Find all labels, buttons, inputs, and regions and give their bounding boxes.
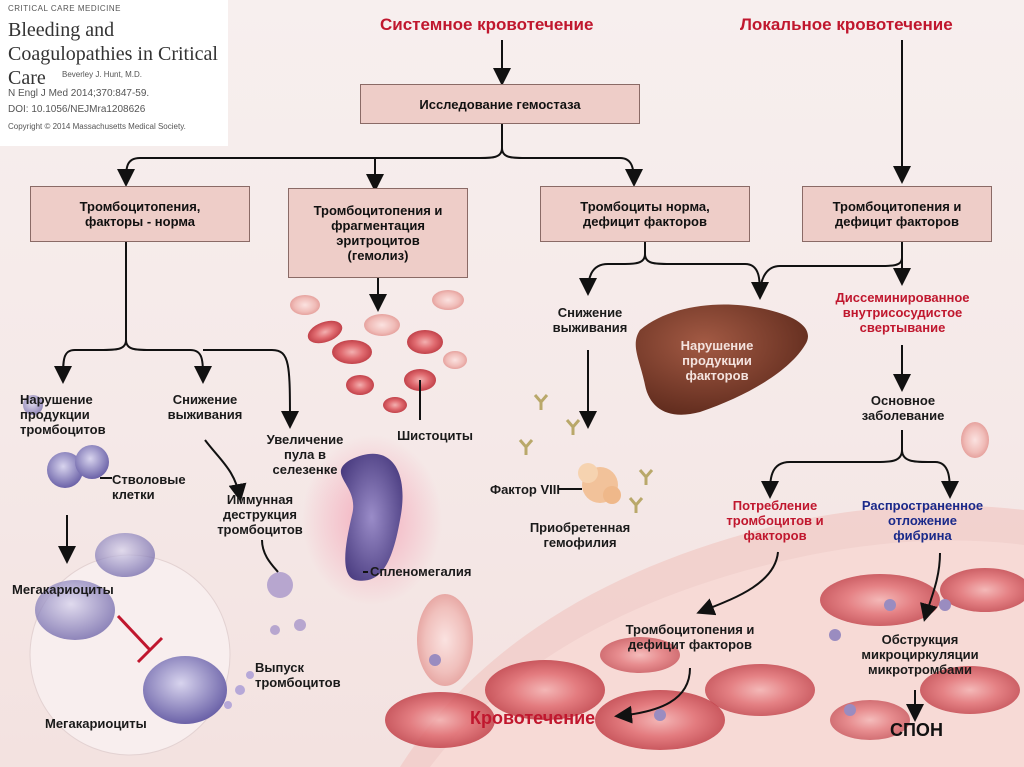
box-thrombocytopenia-fragmentation: Тромбоцитопения и фрагментация эритроцит…: [288, 188, 468, 278]
label-consumption: Потребление тромбоцитов и факторов: [726, 498, 824, 543]
label-mods: СПОН: [890, 720, 943, 740]
label-megakaryocytes-bottom: Мегакариоциты: [45, 716, 147, 731]
header-systemic-bleeding: Системное кровотечение: [380, 15, 594, 34]
label-underlying-disease: Основное заболевание: [861, 393, 945, 423]
label-factor-viii: Фактор VIII: [489, 482, 560, 497]
label-thrombocytopenia-factor-deficit-bottom: Тромбоцитопения и дефицит факторов: [625, 622, 755, 652]
label-megakaryocytes-top: Мегакариоциты: [12, 582, 114, 597]
label-fibrin-deposition: Распространенное отложение фибрина: [861, 498, 984, 543]
label-bleeding: Кровотечение: [470, 708, 596, 728]
article-title: Bleeding and Coagulopathies in Critical …: [8, 19, 218, 89]
label-survival-decrease-left: Снижение выживания: [167, 392, 243, 422]
label-production-disorder: Нарушение продукции тромбоцитов: [20, 392, 106, 437]
box-hemostasis-test: Исследование гемостаза: [360, 84, 640, 124]
label-platelet-release: Выпуск тромбоцитов: [255, 660, 341, 690]
box-thrombocytopenia-factor-deficit: Тромбоцитопения и дефицит факторов: [802, 186, 992, 242]
citation-panel: CRITICAL CARE MEDICINE Bleeding and Coag…: [0, 0, 228, 146]
box-thrombocytopenia-factors-normal: Тромбоцитопения, факторы - норма: [30, 186, 250, 242]
journal-label: CRITICAL CARE MEDICINE: [8, 4, 121, 13]
label-stem-cells: Стволовые клетки: [112, 472, 186, 502]
label-microcirculation-obstruction: Обструкция микроциркуляции микротромбами: [861, 632, 979, 677]
label-immune-destruction: Иммунная деструкция тромбоцитов: [217, 492, 303, 537]
author: Beverley J. Hunt, M.D.: [62, 70, 143, 79]
header-local-bleeding: Локальное кровотечение: [740, 15, 953, 34]
doi: DOI: 10.1056/NEJMra1208626: [8, 104, 146, 115]
copyright: Copyright © 2014 Massachusetts Medical S…: [8, 122, 186, 131]
label-factor-production-disorder: Нарушение продукции факторов: [680, 338, 754, 383]
label-dic: Диссеминированное внутрисосудистое сверт…: [835, 290, 970, 335]
label-survival-decrease-mid: Снижение выживания: [552, 305, 628, 335]
label-schistocytes: Шистоциты: [397, 428, 473, 443]
reference: N Engl J Med 2014;370:847-59.: [8, 88, 150, 99]
label-splenomegaly: Спленомегалия: [370, 564, 472, 579]
box-platelets-normal-factor-deficit: Тромбоциты норма, дефицит факторов: [540, 186, 750, 242]
label-acquired-hemophilia: Приобретенная гемофилия: [529, 520, 631, 550]
label-spleen-pool-increase: Увеличение пула в селезенке: [266, 432, 344, 477]
